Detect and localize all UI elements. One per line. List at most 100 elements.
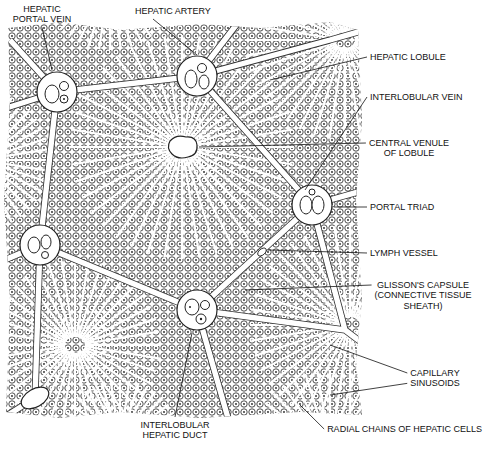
sinusoid: [109, 0, 111, 50]
sinusoid: [246, 24, 335, 38]
sinusoid: [147, 40, 179, 139]
sinusoid: [184, 155, 200, 258]
sinusoid: [77, 353, 89, 429]
sinusoid: [0, 166, 29, 210]
sinusoid: [265, 403, 322, 445]
portal-triad: [300, 196, 312, 214]
sinusoid: [120, 0, 177, 2]
portal-triad: [199, 75, 209, 89]
part-label: LYMPH VESSEL: [370, 248, 438, 258]
sinusoid: [340, 449, 410, 451]
sinusoid: [350, 0, 391, 33]
sinusoid: [360, 309, 449, 323]
sinusoid: [256, 0, 336, 36]
sinusoid: [337, 393, 386, 444]
sinusoid: [354, 44, 434, 86]
sinusoid: [0, 344, 65, 346]
sinusoid: [283, 456, 324, 458]
sinusoid: [67, 413, 112, 437]
sinusoid: [273, 393, 322, 444]
sinusoid: [123, 448, 138, 458]
sinusoid: [339, 454, 401, 458]
sinusoid: [355, 39, 445, 41]
sinusoid: [188, 153, 248, 237]
leader-line: [270, 57, 367, 80]
leader-line: [330, 383, 407, 395]
portal-triad: [42, 252, 49, 259]
sinusoid: [340, 437, 409, 448]
portal-triad: [292, 185, 332, 225]
liver-tissue: [0, 0, 450, 458]
leader-line: [42, 27, 52, 70]
portal-triad: [189, 306, 191, 308]
sinusoid: [130, 441, 179, 449]
sinusoid: [75, 149, 172, 181]
sinusoid: [352, 0, 416, 34]
portal-triad: [28, 237, 40, 253]
septum-core: [0, 20, 365, 425]
lymph-vessel: [256, 246, 268, 257]
glissons-capsule-septa: [0, 20, 365, 425]
sinusoid: [119, 448, 121, 458]
sinusoid: [71, 148, 172, 164]
sinusoid: [0, 332, 65, 344]
portal-triad: [60, 82, 69, 91]
leader-line: [175, 333, 192, 417]
sinusoid: [250, 9, 336, 37]
sinusoid: [283, 385, 324, 443]
sinusoid: [164, 36, 180, 139]
sinusoid: [0, 166, 21, 216]
sinusoid: [0, 119, 37, 155]
sinusoid: [340, 451, 409, 458]
portal-triad: [63, 98, 65, 100]
septum-edge: [0, 20, 365, 425]
sinusoid: [61, 431, 110, 439]
sinusoid: [71, 405, 111, 436]
sinusoid: [88, 0, 107, 47]
sinusoid: [82, 285, 135, 339]
leader-line: [153, 19, 197, 55]
sinusoid: [0, 159, 50, 161]
sinusoid: [85, 446, 114, 458]
portal-triad: [37, 72, 77, 112]
leader-line: [334, 207, 367, 208]
sinusoid: [317, 371, 328, 442]
part-label: RADIAL CHAINS OF HEPATIC CELLS: [327, 424, 482, 434]
portal-triad: [198, 64, 207, 73]
leader-line: [300, 405, 324, 429]
sinusoid: [101, 448, 116, 458]
portal-triad: [60, 95, 68, 103]
portal-triad: [312, 196, 324, 214]
sinusoid: [0, 167, 12, 222]
sinusoid: [0, 306, 66, 341]
sinusoid: [0, 168, 2, 227]
sinusoid: [347, 0, 361, 32]
sinusoid: [116, 0, 151, 37]
leader-line: [199, 143, 366, 147]
sinusoid: [336, 456, 377, 458]
sinusoid: [360, 327, 446, 355]
sinusoid: [93, 447, 116, 458]
sinusoid: [337, 456, 386, 458]
sinusoid: [264, 0, 337, 35]
sinusoid: [63, 421, 111, 437]
sinusoid: [85, 332, 159, 344]
sinusoid: [126, 446, 155, 458]
hepatic-cells: [0, 0, 370, 430]
portal-triad: [201, 301, 210, 310]
sinusoid: [314, 0, 342, 32]
portal-triad: [177, 290, 217, 330]
sinusoid: [349, 225, 351, 317]
central-venule: [168, 136, 197, 158]
sinusoid: [265, 455, 322, 458]
sinusoid: [254, 452, 321, 458]
sinusoid: [111, 381, 119, 432]
sinusoid: [0, 138, 47, 157]
sinusoid: [62, 261, 74, 337]
sinusoid: [338, 455, 395, 458]
sinusoids: [0, 0, 450, 458]
sinusoid: [119, 380, 121, 432]
part-label: CENTRAL VENULE OF LOBULE: [364, 138, 454, 159]
sinusoid: [360, 326, 449, 340]
sinusoid: [43, 0, 100, 2]
